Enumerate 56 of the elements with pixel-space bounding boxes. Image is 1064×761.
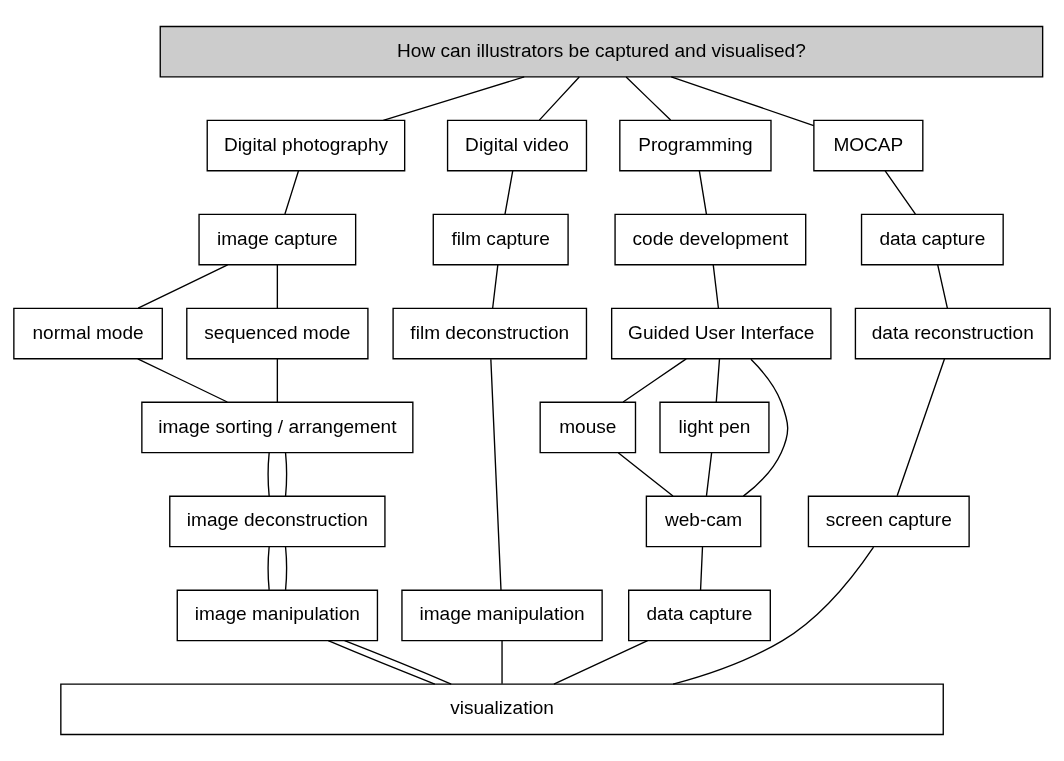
- connector: [284, 170, 300, 215]
- connector: [267, 452, 270, 497]
- node-box: image deconstruction: [169, 495, 386, 548]
- connector: [672, 546, 875, 685]
- connector: [884, 170, 917, 215]
- connector: [715, 358, 721, 403]
- connector: [327, 640, 436, 685]
- connector: [343, 640, 452, 685]
- connector: [267, 546, 270, 591]
- node-box: sequenced mode: [186, 307, 369, 360]
- node-box: Digital video: [446, 119, 588, 172]
- node-box: film deconstruction: [392, 307, 588, 360]
- node-box: code development: [614, 213, 807, 266]
- node-box: mouse: [539, 401, 637, 454]
- connector: [137, 264, 229, 309]
- connector: [617, 452, 674, 497]
- connector: [382, 76, 525, 122]
- node-box: light pen: [659, 401, 770, 454]
- connector: [699, 546, 704, 591]
- node-box: visualization: [60, 683, 944, 736]
- node-box: data capture: [860, 213, 1004, 266]
- connector: [276, 264, 279, 309]
- node-box: normal mode: [13, 307, 163, 360]
- node-box: image sorting / arrangement: [141, 401, 414, 454]
- connector: [698, 170, 708, 215]
- node-box: data capture: [628, 589, 771, 642]
- connector: [896, 358, 946, 497]
- connector: [504, 170, 514, 215]
- node-box: screen capture: [807, 495, 970, 548]
- connector: [622, 358, 687, 403]
- connector: [284, 546, 288, 591]
- connector: [501, 640, 503, 685]
- node-box: Programming: [619, 119, 772, 172]
- node-box: film capture: [432, 213, 569, 266]
- node-box: Guided User Interface: [611, 307, 832, 360]
- node-box: MOCAP: [813, 119, 924, 172]
- connector: [276, 358, 279, 403]
- connector: [742, 358, 789, 497]
- connector: [670, 76, 815, 127]
- node-box: image capture: [198, 213, 357, 266]
- connector: [625, 76, 672, 121]
- connector: [538, 76, 580, 121]
- connector: [937, 264, 949, 309]
- connector: [137, 358, 228, 403]
- node-box: data reconstruction: [854, 307, 1051, 360]
- connector: [712, 264, 720, 309]
- connector: [492, 264, 499, 309]
- node-box: How can illustrators be captured and visualised?: [159, 25, 1044, 78]
- node-box: Digital photography: [206, 119, 406, 172]
- node-box: image manipulation: [176, 589, 379, 642]
- connector: [284, 452, 288, 497]
- connector: [705, 452, 713, 497]
- connector: [490, 358, 502, 591]
- node-box: image manipulation: [401, 589, 603, 642]
- node-box: web-cam: [645, 495, 762, 548]
- connector: [553, 640, 649, 685]
